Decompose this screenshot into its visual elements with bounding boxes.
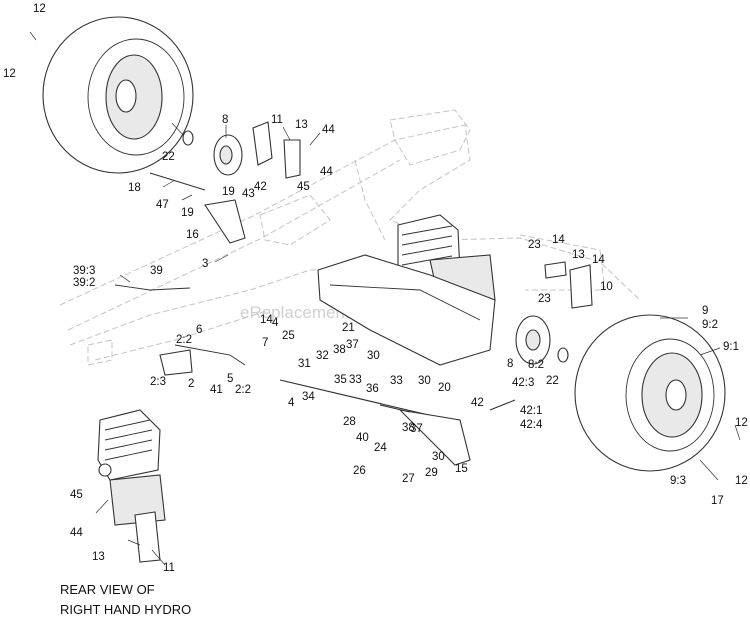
callout: 24 (374, 442, 387, 454)
callout: 38 (333, 344, 346, 356)
callout: 19 (222, 186, 235, 198)
callout: 12 (33, 3, 46, 15)
callout: 45 (297, 181, 310, 193)
caption-line-2: RIGHT HAND HYDRO (60, 602, 192, 617)
pulley-lower (515, 315, 569, 365)
callout: 38 (402, 422, 415, 434)
callout: 14 (592, 254, 605, 266)
callout: 19 (181, 207, 194, 219)
callout: 39 (150, 265, 163, 277)
callout: 13 (572, 249, 585, 261)
callout: 32 (316, 350, 329, 362)
callout: 12 (735, 475, 748, 487)
callout: 7 (262, 337, 268, 349)
callout: 2:2 (176, 334, 192, 346)
callout: 4 (288, 397, 295, 409)
callout: 14 (552, 234, 565, 246)
callout: 9 (702, 305, 708, 317)
callout: 17 (711, 495, 724, 507)
callout: 44 (320, 166, 333, 178)
callout: 39:2 (73, 277, 95, 289)
callout: 2 (188, 378, 194, 390)
callout: 36 (366, 383, 379, 395)
callout: 40 (356, 432, 369, 444)
callout: 27 (402, 473, 415, 485)
frame-outline (59, 109, 641, 366)
callout: 22 (546, 375, 559, 387)
center-bracket (317, 254, 496, 366)
rear-hydro-view (97, 409, 166, 563)
callout: 11 (271, 114, 283, 126)
callout: 6 (196, 324, 202, 336)
callout: 9:2 (702, 319, 718, 331)
callout: 12 (735, 417, 748, 429)
callout: 21 (342, 322, 355, 334)
callout: 10 (600, 281, 613, 293)
callout: 2:2 (235, 384, 251, 396)
callout: 23 (528, 239, 541, 251)
callout: 13 (295, 119, 308, 131)
right-wheel (574, 314, 726, 472)
callout: 44 (322, 124, 335, 136)
caption-line-1: REAR VIEW OF (60, 582, 155, 597)
pulley-upper (182, 130, 243, 176)
linkage-rods (114, 284, 516, 466)
callout: 20 (438, 382, 451, 394)
callout: 9:3 (670, 475, 686, 487)
callout: 12 (3, 68, 16, 80)
callout: 30 (367, 350, 380, 362)
upper-brackets (149, 121, 301, 244)
callout: 5 (227, 373, 233, 385)
callout: 34 (302, 391, 315, 403)
callout: 11 (163, 562, 175, 574)
callout: 37 (346, 339, 359, 351)
callout: 9:1 (723, 341, 739, 353)
callout: 44 (70, 527, 83, 539)
callout: 47 (156, 199, 169, 211)
callout: 8:2 (528, 359, 544, 371)
callout: 3 (202, 258, 208, 270)
leader-lines (29, 31, 741, 566)
callout: 37 (410, 423, 423, 435)
callout: 42:3 (512, 377, 534, 389)
callout: 42 (254, 181, 267, 193)
callout: 22 (162, 151, 175, 163)
left-wheel (42, 16, 194, 174)
callout: 30 (432, 451, 445, 463)
callout: 18 (128, 182, 141, 194)
callout: 2:3 (150, 376, 166, 388)
callout: 42:1 (520, 405, 542, 417)
callout: 26 (353, 465, 366, 477)
callout: 15 (455, 463, 468, 475)
callout: 29 (425, 467, 438, 479)
callout: 30 (418, 375, 431, 387)
callout: 8 (222, 114, 228, 126)
callout: 31 (298, 358, 311, 370)
callout: 28 (343, 416, 356, 428)
callout: 8 (507, 358, 513, 370)
callout: 4 (272, 317, 279, 329)
callout: 25 (282, 330, 295, 342)
callout: 33 (349, 374, 362, 386)
callout: 33 (390, 375, 403, 387)
callout: 45 (70, 489, 83, 501)
callout: 42:4 (520, 419, 543, 431)
callout-labels: 12 12 22 8 11 13 44 44 42 45 18 47 19 19… (3, 3, 748, 574)
hydro-transmission (397, 214, 496, 306)
callout: 39:3 (73, 265, 95, 277)
callout: 42 (471, 397, 484, 409)
callout: 14 (260, 314, 273, 326)
callout: 23 (538, 293, 551, 305)
right-brackets (544, 261, 593, 309)
callout: 16 (186, 229, 199, 241)
callout: 35 (334, 374, 347, 386)
callout: 41 (210, 384, 223, 396)
callout: 13 (92, 551, 105, 563)
callout: 43 (242, 188, 255, 200)
